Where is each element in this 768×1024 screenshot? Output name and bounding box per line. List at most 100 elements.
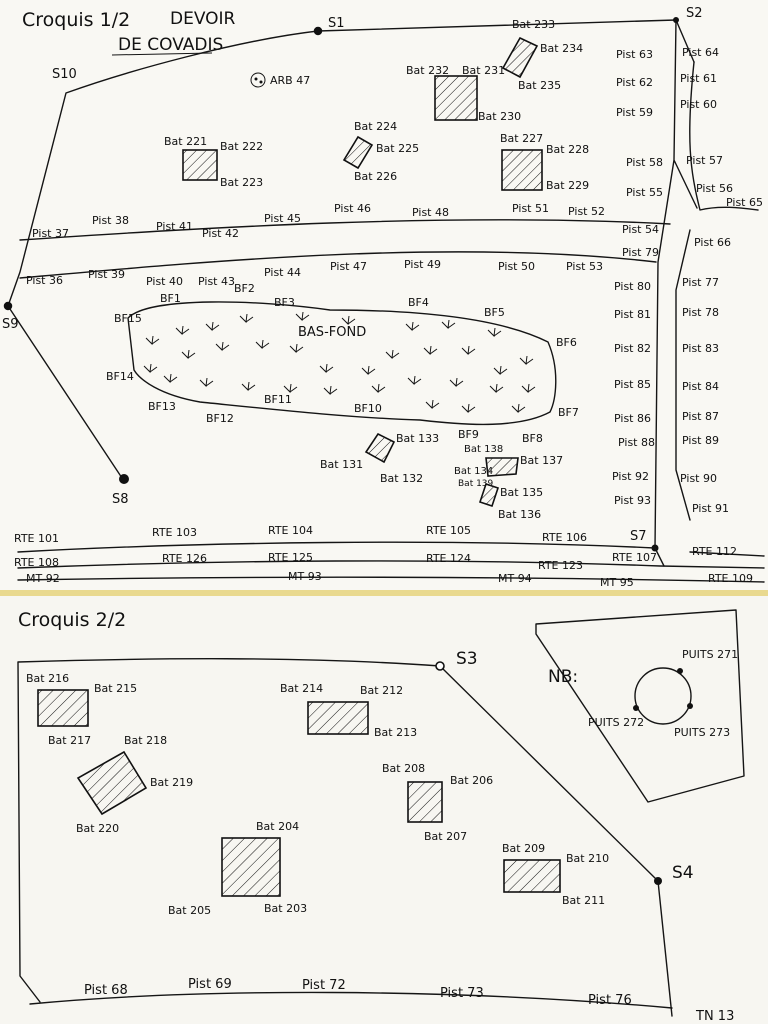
tree-label: ARB 47 <box>270 74 310 87</box>
pist-43: Pist 43 <box>198 275 235 288</box>
svg-text:RTE 123: RTE 123 <box>538 559 583 572</box>
marsh-grass-icon <box>239 313 254 324</box>
svg-text:Pist 62: Pist 62 <box>616 76 653 89</box>
croquis-sheet-1: Croquis 1/2 DEVOIR DE COVADIS S1 S2 S10 … <box>2 6 765 589</box>
marsh-grass-icon <box>405 321 420 332</box>
marsh-grass-icon <box>407 375 422 386</box>
pist-42: Pist 42 <box>202 227 239 240</box>
svg-text:BF8: BF8 <box>522 432 543 445</box>
building-133 <box>364 432 396 464</box>
pist-40: Pist 40 <box>146 275 183 288</box>
building-134 <box>478 482 500 508</box>
marsh-grass-icon <box>205 321 220 332</box>
building-206 <box>407 781 443 823</box>
bat-134: Bat 134 <box>454 466 493 477</box>
pist-76: Pist 76 <box>588 993 632 1008</box>
svg-text:Pist 63: Pist 63 <box>616 48 653 61</box>
pist-45: Pist 45 <box>264 212 301 225</box>
bat-232: Bat 232 <box>406 64 449 77</box>
bat-217: Bat 217 <box>48 734 91 747</box>
marsh-grass-icon <box>493 365 508 376</box>
well-272-marker <box>633 705 639 711</box>
building-224 <box>342 135 374 170</box>
bat-139: Bat 139 <box>458 479 494 489</box>
svg-text:RTE 108: RTE 108 <box>14 556 59 569</box>
svg-text:Pist 92: Pist 92 <box>612 470 649 483</box>
bat-131: Bat 131 <box>320 458 363 471</box>
road-upper <box>17 541 656 553</box>
svg-text:Pist 55: Pist 55 <box>626 186 663 199</box>
svg-text:Pist 66: Pist 66 <box>694 236 731 249</box>
bat-203: Bat 203 <box>264 902 307 915</box>
marsh-grass-icon <box>289 343 304 354</box>
pist-39: Pist 39 <box>88 268 125 281</box>
marsh-grass-icon <box>361 365 376 376</box>
pist-49: Pist 49 <box>404 258 441 271</box>
right-pistes-left-column: Pist 63 Pist 62 Pist 59 Pist 58 Pist 55 … <box>612 48 663 507</box>
sheet-separator <box>0 590 768 598</box>
building-137 <box>485 457 519 477</box>
marsh-grass-icon <box>423 345 438 356</box>
svg-text:RTE 124: RTE 124 <box>426 552 471 565</box>
bat-136: Bat 136 <box>498 508 541 521</box>
marsh-grass-icon <box>215 341 230 352</box>
building-204 <box>221 837 281 897</box>
croquis-sheet-2: Croquis 2/2 S3 S4 Bat 216 Bat 215 Bat 21… <box>0 596 768 1024</box>
svg-text:Pist 87: Pist 87 <box>682 410 719 423</box>
bat-138: Bat 138 <box>464 444 503 455</box>
svg-text:Pist 80: Pist 80 <box>614 280 651 293</box>
bat-209: Bat 209 <box>502 842 545 855</box>
bat-205: Bat 205 <box>168 904 211 917</box>
marsh-grass-icon <box>163 373 178 384</box>
bat-219: Bat 219 <box>150 776 193 789</box>
svg-text:RTE 126: RTE 126 <box>162 552 207 565</box>
puits-273: PUITS 273 <box>674 726 730 739</box>
bat-215: Bat 215 <box>94 682 137 695</box>
svg-text:Pist 89: Pist 89 <box>682 434 719 447</box>
bat-212: Bat 212 <box>360 684 403 697</box>
bat-216: Bat 216 <box>26 672 69 685</box>
road-labels: RTE 101 RTE 103 RTE 104 RTE 105 RTE 106 … <box>14 524 753 589</box>
marsh-grass-icon <box>385 349 400 360</box>
svg-text:MT 92: MT 92 <box>26 572 60 585</box>
marsh-grass-icon <box>255 339 270 350</box>
tn-13: TN 13 <box>695 1009 734 1024</box>
well-271-marker <box>677 668 683 674</box>
svg-text:Pist 85: Pist 85 <box>614 378 651 391</box>
bat-214: Bat 214 <box>280 682 323 695</box>
svg-text:Pist 79: Pist 79 <box>622 246 659 259</box>
svg-text:Pist 57: Pist 57 <box>686 154 723 167</box>
station-s8-label: S8 <box>112 492 129 507</box>
station-s7-label: S7 <box>630 529 647 544</box>
svg-text:BF15: BF15 <box>114 312 142 325</box>
building-230 <box>434 75 478 121</box>
station-s9-label: S9 <box>2 317 19 332</box>
svg-text:Pist 81: Pist 81 <box>614 308 651 321</box>
svg-text:RTE 106: RTE 106 <box>542 531 587 544</box>
svg-text:BF4: BF4 <box>408 296 429 309</box>
piste-line-bottom <box>29 991 673 1009</box>
marsh-grass-marks <box>143 311 536 414</box>
svg-text:Pist 61: Pist 61 <box>680 72 717 85</box>
nb-inset-frame <box>535 609 745 803</box>
svg-text:BF13: BF13 <box>148 400 176 413</box>
svg-text:RTE 101: RTE 101 <box>14 532 59 545</box>
marsh-grass-icon <box>371 383 386 394</box>
svg-text:Pist 77: Pist 77 <box>682 276 719 289</box>
station-s3-marker <box>435 661 445 671</box>
marsh-grass-icon <box>175 325 190 336</box>
svg-text:BF1: BF1 <box>160 292 181 305</box>
svg-text:Pist 88: Pist 88 <box>618 436 655 449</box>
bat-233: Bat 233 <box>512 18 555 31</box>
marsh-grass-icon <box>143 363 158 374</box>
puits-272: PUITS 272 <box>588 716 644 729</box>
pist-41: Pist 41 <box>156 220 193 233</box>
marsh-grass-icon <box>461 345 476 356</box>
svg-text:RTE 112: RTE 112 <box>692 545 737 558</box>
bat-230: Bat 230 <box>478 110 521 123</box>
bat-231: Bat 231 <box>462 64 505 77</box>
marsh-grass-icon <box>341 315 356 326</box>
pist-51: Pist 51 <box>512 202 549 215</box>
pist-72: Pist 72 <box>302 978 346 993</box>
marsh-grass-icon <box>145 335 160 346</box>
